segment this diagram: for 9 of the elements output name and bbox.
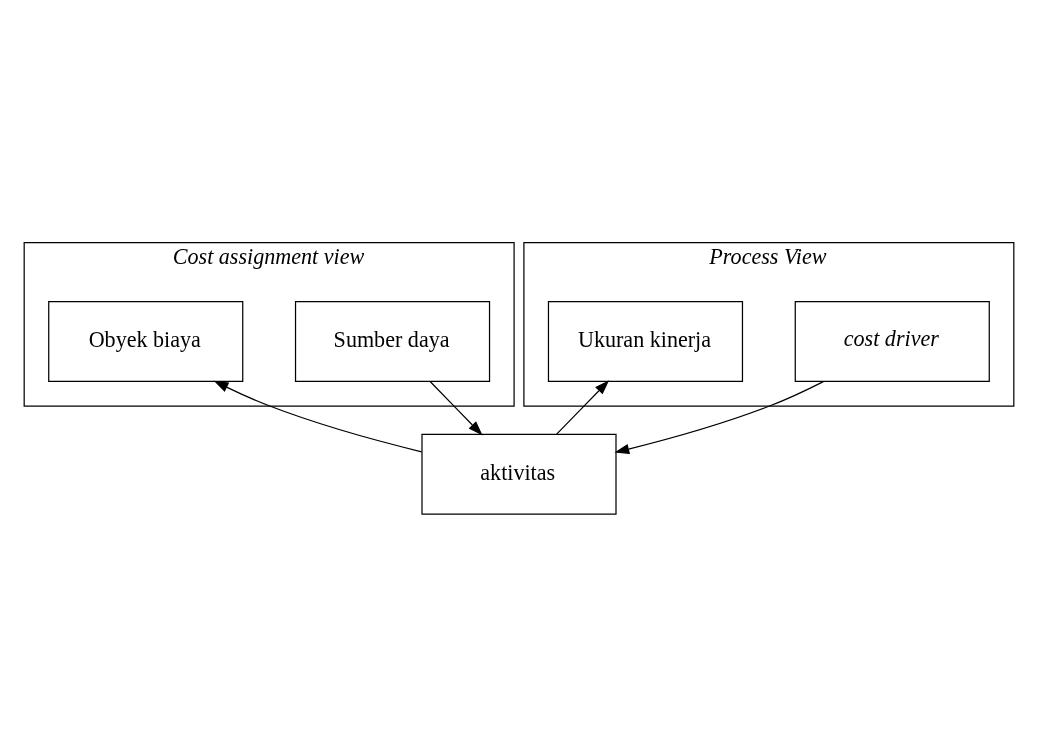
node-box: aktivitas (421, 433, 617, 515)
arrow (213, 380, 423, 453)
node-box: cost driver (794, 301, 990, 383)
arrow (614, 380, 824, 455)
node-box: Sumber daya (294, 301, 491, 383)
node-box: Obyek biaya (48, 301, 244, 383)
arrow (429, 380, 483, 436)
node-box: Ukuran kinerja (547, 301, 744, 383)
arrow (556, 380, 610, 435)
